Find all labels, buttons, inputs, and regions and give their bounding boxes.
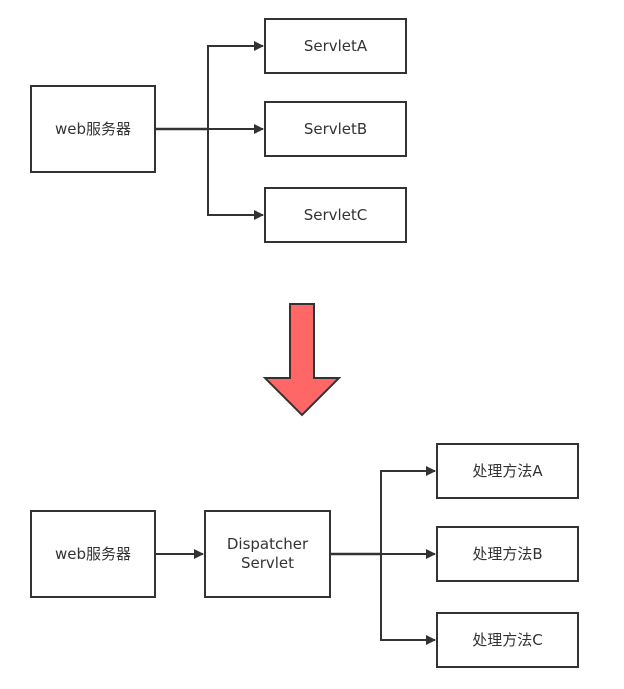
method-b-box: 处理方法B bbox=[436, 526, 579, 582]
dispatcher-servlet-box: Dispatcher Servlet bbox=[204, 510, 331, 598]
bottom-web-server-label: web服务器 bbox=[54, 544, 132, 563]
method-b-label: 处理方法B bbox=[472, 544, 543, 563]
connector-to-servlet-a bbox=[207, 41, 264, 129]
method-a-box: 处理方法A bbox=[436, 443, 579, 499]
servlet-a-box: ServletA bbox=[264, 18, 407, 74]
transition-arrow bbox=[262, 303, 342, 417]
servlet-b-box: ServletB bbox=[264, 101, 407, 157]
connector-to-method-c bbox=[380, 554, 436, 645]
servlet-c-box: ServletC bbox=[264, 187, 407, 243]
top-web-server-box: web服务器 bbox=[30, 85, 156, 173]
connector-to-servlet-c bbox=[207, 129, 264, 220]
servlet-a-label: ServletA bbox=[303, 36, 368, 55]
servlet-c-label: ServletC bbox=[303, 205, 368, 224]
method-c-label: 处理方法C bbox=[472, 630, 543, 649]
dispatcher-servlet-label: Dispatcher Servlet bbox=[226, 535, 309, 572]
connector-to-method-a bbox=[380, 466, 436, 554]
top-web-server-label: web服务器 bbox=[54, 119, 132, 138]
servlet-b-label: ServletB bbox=[303, 119, 368, 138]
bottom-web-server-box: web服务器 bbox=[30, 510, 156, 598]
method-a-label: 处理方法A bbox=[472, 461, 543, 480]
method-c-box: 处理方法C bbox=[436, 612, 579, 668]
